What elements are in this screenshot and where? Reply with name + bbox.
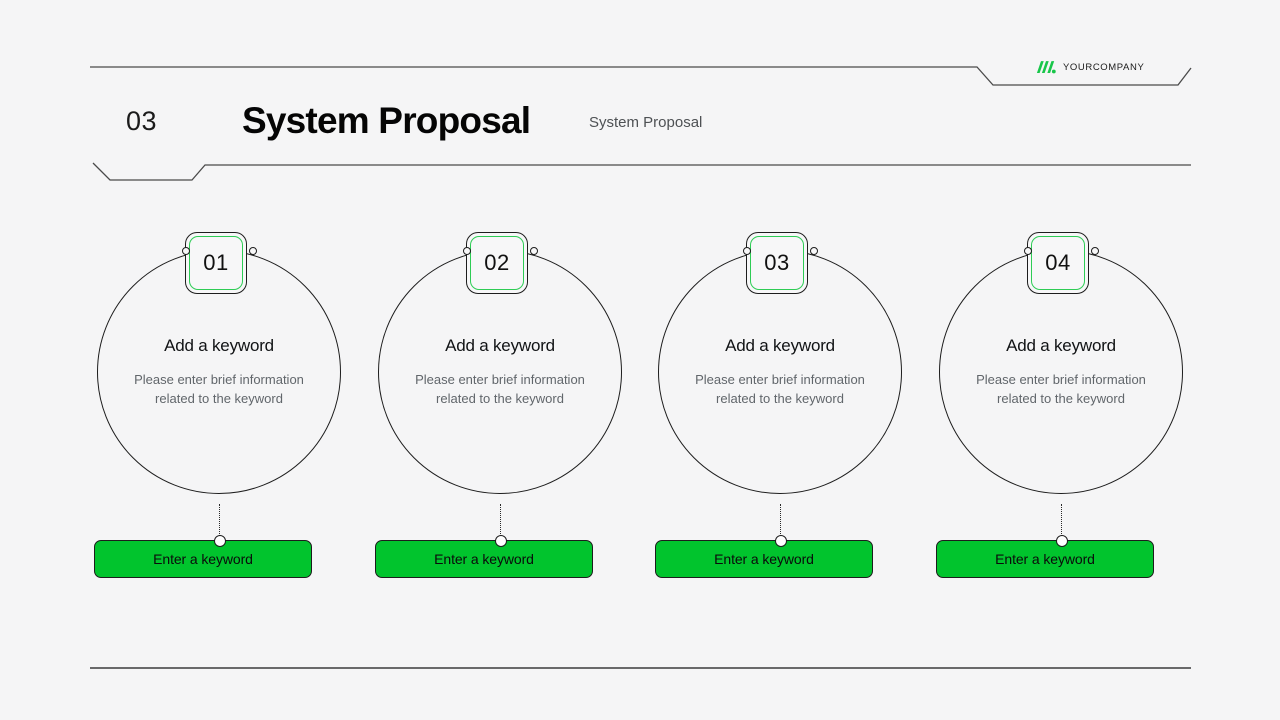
- circle-node-left-icon: [463, 247, 471, 255]
- brand-logo: YOURCOMPANY: [1036, 58, 1144, 76]
- item-number-label: 04: [1045, 250, 1071, 275]
- page-title: System Proposal: [242, 100, 531, 141]
- item-description: Please enter brief information related t…: [134, 372, 304, 406]
- page-subtitle: System Proposal: [589, 114, 703, 131]
- item-number-badge: 03: [746, 232, 808, 294]
- enter-keyword-button[interactable]: Enter a keyword: [375, 540, 593, 578]
- item-03: 03 Add a keyword Please enter brief info…: [655, 232, 905, 582]
- connector-dot-icon: [214, 535, 226, 547]
- item-description: Please enter brief information related t…: [976, 372, 1146, 406]
- circle-node-left-icon: [743, 247, 751, 255]
- section-number: 03: [126, 106, 158, 136]
- connector-dot-icon: [495, 535, 507, 547]
- enter-keyword-button[interactable]: Enter a keyword: [936, 540, 1154, 578]
- circle-node-right-icon: [1091, 247, 1099, 255]
- dotted-connector: [779, 504, 781, 538]
- item-01: 01 Add a keyword Please enter brief info…: [94, 232, 344, 582]
- dotted-connector: [499, 504, 501, 538]
- brand-name-label: YOURCOMPANY: [1063, 61, 1145, 73]
- connector-dot-icon: [775, 535, 787, 547]
- item-number-badge: 04: [1027, 232, 1089, 294]
- circle-node-right-icon: [530, 247, 538, 255]
- item-number-label: 01: [203, 250, 229, 275]
- item-title: Add a keyword: [725, 336, 835, 355]
- enter-keyword-button[interactable]: Enter a keyword: [655, 540, 873, 578]
- item-04: 04 Add a keyword Please enter brief info…: [936, 232, 1186, 582]
- circle-node-left-icon: [182, 247, 190, 255]
- circle-node-right-icon: [810, 247, 818, 255]
- item-title: Add a keyword: [1006, 336, 1116, 355]
- item-description: Please enter brief information related t…: [415, 372, 585, 406]
- company-logo-icon: [1036, 60, 1056, 73]
- item-number-label: 03: [764, 250, 790, 275]
- item-number-badge: 02: [466, 232, 528, 294]
- enter-keyword-button[interactable]: Enter a keyword: [94, 540, 312, 578]
- item-title: Add a keyword: [164, 336, 274, 355]
- dotted-connector: [218, 504, 220, 538]
- circle-node-left-icon: [1024, 247, 1032, 255]
- dotted-connector: [1060, 504, 1062, 538]
- item-title: Add a keyword: [445, 336, 555, 355]
- connector-dot-icon: [1056, 535, 1068, 547]
- circle-node-right-icon: [249, 247, 257, 255]
- item-number-label: 02: [484, 250, 510, 275]
- item-description: Please enter brief information related t…: [695, 372, 865, 406]
- item-02: 02 Add a keyword Please enter brief info…: [375, 232, 625, 582]
- item-number-badge: 01: [185, 232, 247, 294]
